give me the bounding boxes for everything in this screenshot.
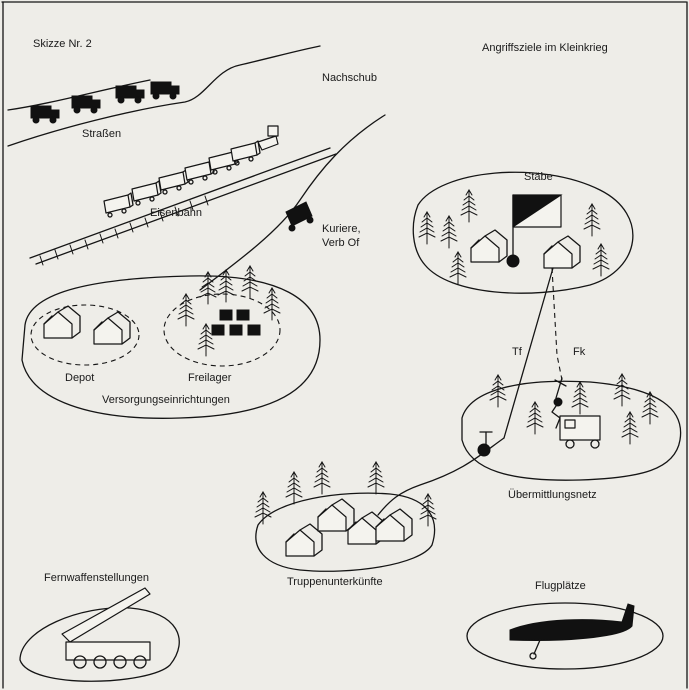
tree-icon <box>254 491 272 525</box>
label-missile-positions: Fernwaffenstellungen <box>44 572 149 584</box>
wagon-icon <box>158 169 189 195</box>
truck-icon <box>71 95 101 114</box>
truck-icon <box>30 105 60 124</box>
truck-icon <box>115 85 145 104</box>
barracks-icon <box>285 523 323 557</box>
label-supply: Nachschub <box>322 72 378 84</box>
courier-route <box>199 114 386 291</box>
tree-icon <box>285 471 303 505</box>
wagon-icon <box>103 192 134 218</box>
staff-area <box>412 171 634 294</box>
railway <box>29 125 337 266</box>
sketch-number: Skizze Nr. 2 <box>33 38 92 50</box>
tree-icon <box>313 461 331 495</box>
tree-icon <box>621 411 639 445</box>
airfield <box>466 602 664 670</box>
tree-icon <box>592 243 610 277</box>
hq-phone-icon <box>506 254 520 268</box>
label-couriers-line1: Kuriere, <box>322 223 361 235</box>
troop-quarters-area <box>254 461 437 572</box>
tree-icon <box>418 211 436 245</box>
label-depot: Depot <box>65 372 95 384</box>
supply-area <box>21 265 321 419</box>
label-telephone: Tf <box>512 346 522 358</box>
tree-icon <box>583 203 601 237</box>
radio-antenna-icon <box>553 397 563 407</box>
label-airfields: Flugplätze <box>535 580 586 592</box>
barracks-icon <box>375 508 413 542</box>
depot-building-icon <box>93 311 131 345</box>
truck-icon <box>150 81 180 100</box>
road <box>7 45 321 147</box>
tree-icon <box>526 401 544 435</box>
comms-area <box>461 373 682 481</box>
house-icon <box>470 229 508 263</box>
tree-icon <box>613 373 631 407</box>
house-icon <box>543 235 581 269</box>
label-staffs: Stäbe <box>524 171 553 183</box>
wagon-icon <box>230 140 261 166</box>
wagon-icon <box>131 180 162 206</box>
airplane-icon <box>509 603 635 641</box>
label-open-storage: Freilager <box>188 372 232 384</box>
tree-icon <box>241 265 259 299</box>
missile-position <box>19 587 180 682</box>
label-roads: Straßen <box>82 128 122 140</box>
courier-vehicle-icon <box>288 224 296 232</box>
tree-icon <box>449 251 467 285</box>
tree-icon <box>263 287 281 321</box>
label-troop-quarters: Truppenunterkünfte <box>287 576 383 588</box>
missile-icon <box>61 587 151 643</box>
locomotive-icon <box>257 135 279 151</box>
label-supply-facilities: Versorgungseinrichtungen <box>102 394 230 406</box>
label-radio: Fk <box>573 346 586 358</box>
tree-icon <box>440 215 458 249</box>
depot-building-icon <box>43 305 81 339</box>
label-couriers-line2: Verb Of <box>322 237 360 249</box>
label-communications-network: Übermittlungsnetz <box>508 489 597 501</box>
tree-icon <box>460 189 478 223</box>
field-phone-icon <box>477 443 491 457</box>
tree-icon <box>367 461 385 495</box>
telecom-links <box>377 267 563 516</box>
locomotive-cab-icon <box>267 125 279 137</box>
tree-icon <box>571 381 589 415</box>
diagram-title: Angriffsziele im Kleinkrieg <box>482 42 608 54</box>
launcher-vehicle-icon <box>65 641 151 661</box>
barracks-icon <box>317 498 355 532</box>
label-railway: Eisenbahn <box>150 207 202 219</box>
storage-crate-icon <box>219 309 233 321</box>
